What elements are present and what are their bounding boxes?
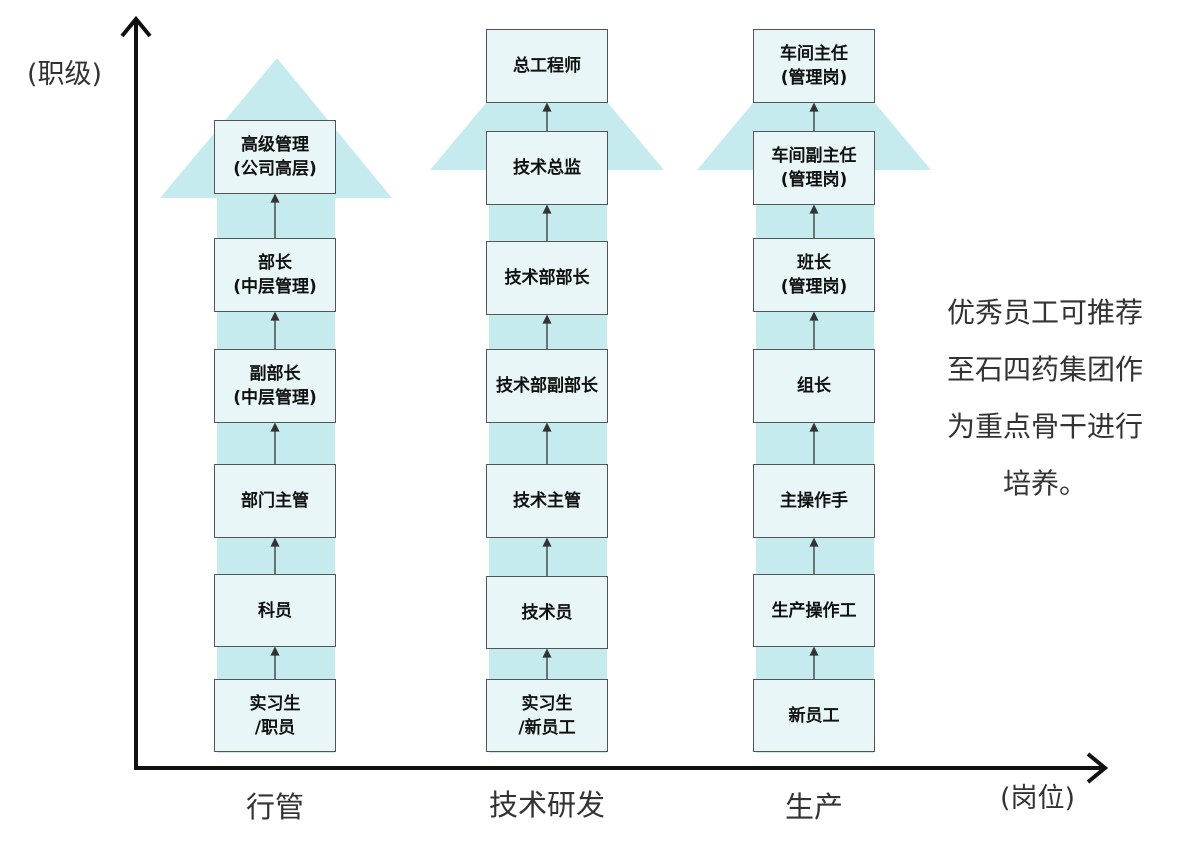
- box-line: 技术员: [521, 602, 573, 623]
- career-box: 副部长 (中层管理): [214, 349, 336, 423]
- career-box: 主操作手: [753, 464, 875, 538]
- career-box: 高级管理 (公司高层): [214, 120, 336, 194]
- box-line: 技术部部长: [504, 268, 590, 288]
- box-line: 科员: [258, 600, 292, 621]
- box-line: 技术部副部长: [496, 376, 598, 396]
- connector-arrows: [270, 102, 819, 679]
- career-box: 实习生 /新员工: [486, 679, 608, 752]
- category-label: 行管: [245, 790, 304, 824]
- box-line: /职员: [254, 717, 296, 738]
- career-box: 车间副主任 (管理岗): [753, 131, 875, 205]
- box-line: 技术总监: [513, 158, 581, 178]
- arrowhead: [270, 311, 280, 321]
- box-line: (中层管理): [233, 388, 317, 408]
- box-line: 高级管理: [241, 135, 309, 155]
- x-axis: [134, 752, 1109, 784]
- box-line: (管理岗): [780, 170, 848, 190]
- box-line: 组长: [797, 376, 831, 396]
- y-axis-label: (职级): [27, 59, 103, 90]
- arrowhead: [542, 314, 552, 324]
- box-line: /新员工: [518, 717, 576, 738]
- career-box: 技术主管: [486, 464, 608, 538]
- category-label: 技术研发: [488, 788, 605, 822]
- arrowhead: [542, 102, 552, 112]
- career-box: 新员工: [753, 679, 875, 752]
- box-line: 车间主任: [780, 44, 848, 64]
- career-box: 科员: [214, 574, 336, 647]
- arrowhead: [809, 646, 819, 656]
- box-line: (管理岗): [780, 277, 848, 297]
- arrowhead: [542, 422, 552, 432]
- note-line: 为重点骨干进行: [946, 410, 1143, 443]
- career-box: 实习生 /职员: [214, 679, 336, 752]
- arrowhead: [270, 646, 280, 656]
- career-box: 部长 (中层管理): [214, 238, 336, 312]
- career-box: 技术部副部长: [486, 349, 608, 423]
- box-line: (中层管理): [233, 277, 317, 297]
- box-line: 车间副主任: [771, 146, 857, 166]
- career-box: 技术总监: [486, 131, 608, 205]
- box-line: 实习生: [521, 693, 573, 714]
- box-line: (管理岗): [780, 68, 848, 88]
- box-line: 技术主管: [513, 491, 581, 511]
- x-axis-label: (岗位): [1000, 783, 1076, 814]
- note-line: 优秀员工可推荐: [946, 296, 1143, 329]
- career-box: 总工程师: [486, 29, 608, 103]
- arrowhead: [809, 311, 819, 321]
- box-line: 部长: [258, 253, 292, 273]
- arrowhead: [809, 422, 819, 432]
- side-note: 优秀员工可推荐 至石四药集团作 为重点骨干进行 培养。: [920, 284, 1170, 512]
- career-box: 技术部部长: [486, 241, 608, 315]
- box-line: 班长: [797, 253, 831, 273]
- career-box: 车间主任 (管理岗): [753, 29, 875, 103]
- box-line: (公司高层): [233, 159, 317, 179]
- career-box: 部门主管: [214, 464, 336, 538]
- arrowhead: [542, 204, 552, 214]
- career-box: 生产操作工: [753, 574, 875, 647]
- arrowhead: [809, 537, 819, 547]
- arrowhead: [270, 193, 280, 203]
- category-label: 生产: [784, 790, 843, 824]
- note-line: 至石四药集团作: [946, 353, 1143, 386]
- arrowhead: [270, 422, 280, 432]
- arrowhead: [809, 102, 819, 112]
- arrowhead: [270, 537, 280, 547]
- career-box: 组长: [753, 349, 875, 423]
- career-box: 班长 (管理岗): [753, 238, 875, 312]
- box-line: 副部长: [249, 364, 301, 384]
- career-box: 技术员: [486, 576, 608, 649]
- arrowhead: [809, 204, 819, 214]
- box-line: 生产操作工: [771, 600, 857, 621]
- box-line: 总工程师: [513, 56, 581, 76]
- box-line: 实习生: [249, 693, 301, 714]
- y-axis: [120, 15, 152, 768]
- box-line: 新员工: [788, 705, 840, 726]
- arrowhead: [542, 537, 552, 547]
- box-line: 部门主管: [241, 491, 309, 511]
- box-line: 主操作手: [780, 491, 848, 511]
- arrowhead: [542, 648, 552, 658]
- note-line: 培养。: [1002, 467, 1087, 500]
